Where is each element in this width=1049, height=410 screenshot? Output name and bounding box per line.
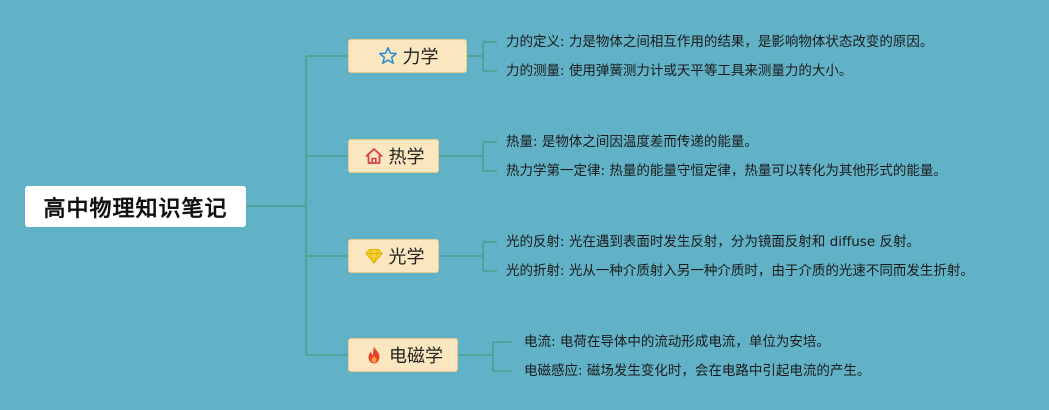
house-icon [363,145,385,167]
topic-label: 光学 [388,247,425,268]
topic-optics[interactable]: 光学 [348,239,439,273]
topic-label: 力学 [402,47,439,68]
fire-icon [363,344,385,366]
root-title: 高中物理知识笔记 [43,196,228,222]
leaf-first-law-thermodynamics: 热力学第一定律: 热量的能量守恒定律，热量可以转化为其他形式的能量。 [506,163,947,179]
leaf-electric-current: 电流: 电荷在导体中的流动形成电流，单位为安培。 [524,334,830,350]
root-node[interactable]: 高中物理知识笔记 [25,186,246,227]
leaf-light-refraction: 光的折射: 光从一种介质射入另一种介质时，由于介质的光速不同而发生折射。 [506,263,974,279]
leaf-light-reflection: 光的反射: 光在遇到表面时发生反射，分为镜面反射和 diffuse 反射。 [506,234,920,250]
topic-label: 热学 [388,147,425,168]
topic-electromagnetism[interactable]: 电磁学 [348,338,458,372]
leaf-electromagnetic-induction: 电磁感应: 磁场发生变化时，会在电路中引起电流的产生。 [524,363,871,379]
topic-mechanics[interactable]: 力学 [348,39,467,73]
leaf-heat: 热量: 是物体之间因温度差而传递的能量。 [506,134,758,150]
leaf-force-definition: 力的定义: 力是物体之间相互作用的结果，是影响物体状态改变的原因。 [506,34,934,50]
diamond-icon [363,245,385,267]
topic-label: 电磁学 [389,346,443,367]
topic-thermodynamics[interactable]: 热学 [348,139,439,173]
leaf-force-measurement: 力的测量: 使用弹簧测力计或天平等工具来测量力的大小。 [506,63,853,79]
star-icon [377,45,399,67]
